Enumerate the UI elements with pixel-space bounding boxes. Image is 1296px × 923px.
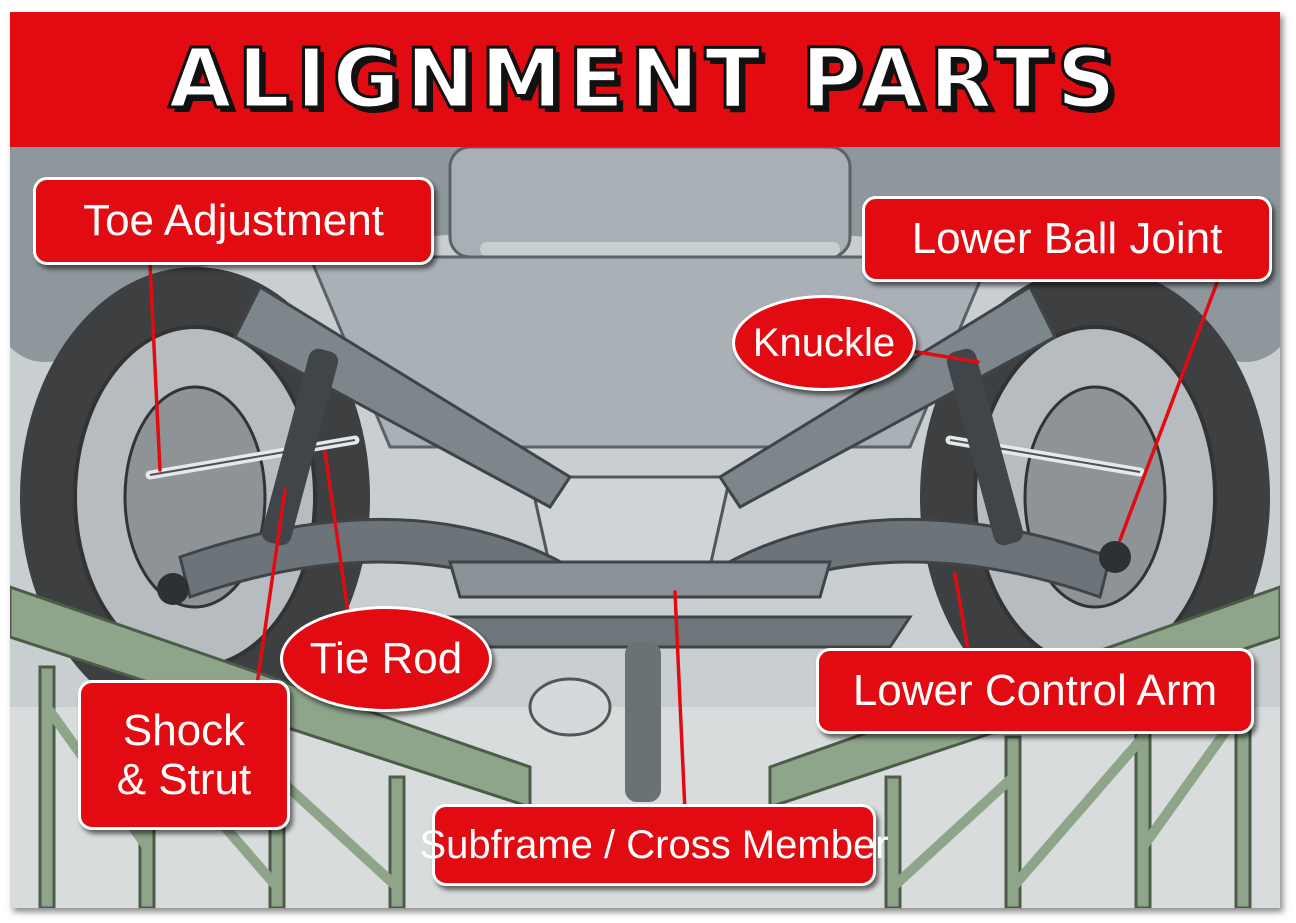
- label-toe-adjustment: Toe Adjustment: [33, 177, 434, 265]
- label-tie-rod: Tie Rod: [280, 606, 492, 712]
- label-knuckle: Knuckle: [732, 295, 916, 391]
- label-toe-adjustment-text: Toe Adjustment: [83, 196, 384, 245]
- label-lower-control-arm-text: Lower Control Arm: [852, 666, 1218, 715]
- page-title: ALIGNMENT PARTS: [167, 31, 1122, 129]
- label-tie-rod-text: Tie Rod: [309, 634, 463, 683]
- label-knuckle-text: Knuckle: [752, 320, 896, 365]
- diagram-frame: ALIGNMENT PARTS: [10, 12, 1280, 908]
- label-subframe: Subframe / Cross Member: [419, 804, 889, 886]
- label-shock-line2: & Strut: [116, 755, 252, 804]
- label-shock-line1: Shock: [122, 705, 246, 755]
- label-lower-ball-joint-text: Lower Ball Joint: [911, 214, 1223, 263]
- label-lower-ball-joint: Lower Ball Joint: [862, 196, 1272, 282]
- label-subframe-text: Subframe / Cross Member: [419, 822, 889, 867]
- label-shock-strut: Shock & Strut: [78, 680, 290, 830]
- title-banner: ALIGNMENT PARTS: [10, 12, 1280, 147]
- label-lower-control-arm: Lower Control Arm: [816, 648, 1254, 734]
